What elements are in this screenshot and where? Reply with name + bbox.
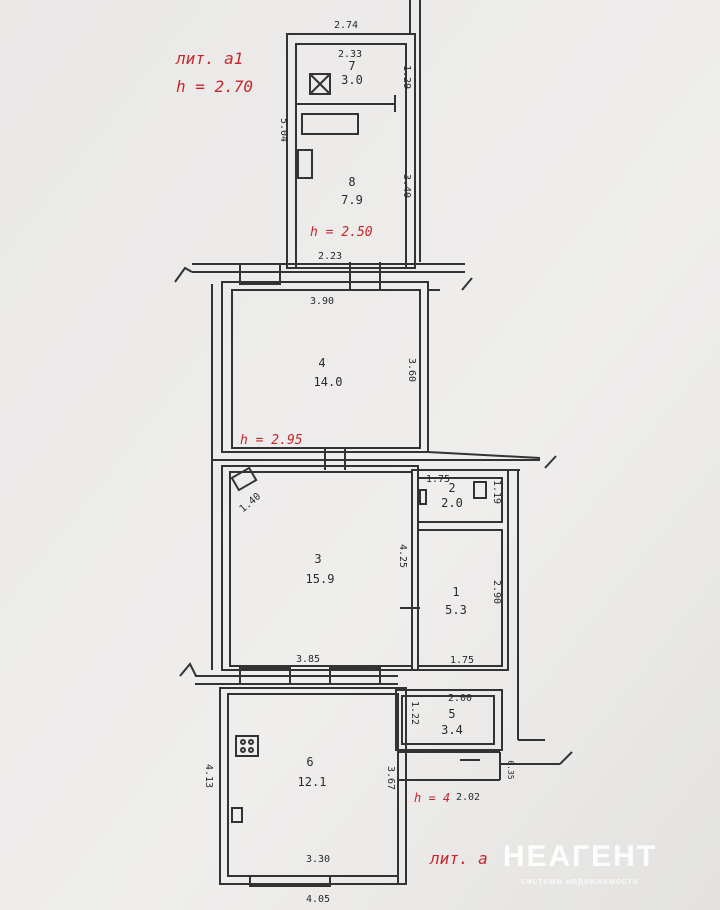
dim-room8-depth: 3.40 (401, 174, 412, 198)
window-mark-lower (239, 667, 291, 685)
dim-step-mark: 0.35 (506, 760, 515, 779)
room8-number: 8 (348, 175, 355, 189)
room6-area: 12.1 (298, 775, 327, 789)
dim-room6-depth: 3.67 (385, 766, 396, 790)
room4-number: 4 (318, 356, 325, 370)
rooms-1-2-outer (411, 469, 509, 671)
walls (174, 0, 573, 887)
room8-area: 7.9 (341, 193, 363, 207)
floor-label-bottom: лит. а (429, 849, 488, 868)
room6-number: 6 (306, 755, 313, 769)
dim-room2-depth: 1.19 (491, 480, 502, 504)
room1-number: 1 (452, 585, 459, 599)
window-mark-annex (297, 149, 313, 179)
window-mark-bottom (249, 875, 331, 887)
room1-area: 5.3 (445, 603, 467, 617)
stove-symbol (230, 466, 258, 492)
ceiling-height-top: h = 2.70 (176, 77, 253, 96)
room4-area: 14.0 (314, 375, 343, 389)
room-labels: 7 3.0 8 7.9 4 14.0 2 2.0 3 15.9 1 5.3 5 … (298, 59, 467, 789)
watermark-brand: НЕАГЕНТ (503, 840, 657, 873)
room5-outer (395, 689, 503, 751)
dim-room5-width: 2.00 (448, 693, 472, 704)
dim-room7-depth: 1.29 (401, 65, 412, 89)
sink-symbol-room6 (231, 807, 243, 823)
room3-area: 15.9 (306, 572, 335, 586)
height-mark-step: h = 4 (414, 791, 450, 805)
room1-inner (417, 529, 503, 667)
dim-room2-width: 1.75 (426, 474, 450, 485)
room5-number: 5 (448, 707, 455, 721)
room2-area: 2.0 (441, 496, 463, 510)
dim-room7-width: 2.33 (338, 49, 362, 60)
watermark-tagline: система недвижимости (521, 876, 638, 886)
range-symbol (235, 735, 259, 757)
dim-room3-depth: 4.25 (397, 544, 408, 568)
dim-room8-bottom: 2.23 (318, 251, 342, 262)
dim-room6-width: 3.30 (306, 854, 330, 865)
dim-bottom-width: 4.05 (306, 894, 330, 905)
room5-area: 3.4 (441, 723, 463, 737)
room5-inner (401, 695, 495, 745)
dim-room4-depth: 3.60 (406, 358, 417, 382)
dim-left-side-top: 5.04 (278, 118, 289, 142)
red-annotations: лит. а1 h = 2.70 h = 2.50 h = 2.95 h = 4… (175, 49, 488, 868)
room7-number: 7 (348, 59, 355, 73)
room3-number: 3 (314, 552, 321, 566)
floor-label-top: лит. а1 (175, 49, 243, 68)
room2-number: 2 (448, 481, 455, 495)
sink-symbol (419, 489, 427, 505)
dim-top-width: 2.74 (334, 20, 358, 31)
ceiling-height-room4: h = 2.95 (240, 433, 303, 448)
dim-room5-depth: 1.22 (409, 701, 420, 725)
toilet-symbol (473, 481, 487, 499)
dim-room1-width: 1.75 (450, 655, 474, 666)
ceiling-height-room8: h = 2.50 (310, 225, 373, 240)
watermark: НЕАГЕНТ система недвижимости (503, 840, 657, 886)
dim-left-side-bottom: 4.13 (203, 764, 214, 788)
bath-symbol (301, 113, 359, 135)
stair-mark (239, 263, 281, 285)
dim-room1-depth: 2.90 (491, 580, 502, 604)
dimension-labels: 2.74 2.33 1.29 5.04 3.40 2.23 3.90 3.60 … (203, 20, 515, 905)
boiler-symbol (309, 73, 331, 95)
dim-room3-width: 3.85 (296, 654, 320, 665)
room7-area: 3.0 (341, 73, 363, 87)
dim-step-width: 2.02 (456, 792, 480, 803)
dim-room4-width: 3.90 (310, 296, 334, 307)
room2-inner (417, 477, 503, 523)
